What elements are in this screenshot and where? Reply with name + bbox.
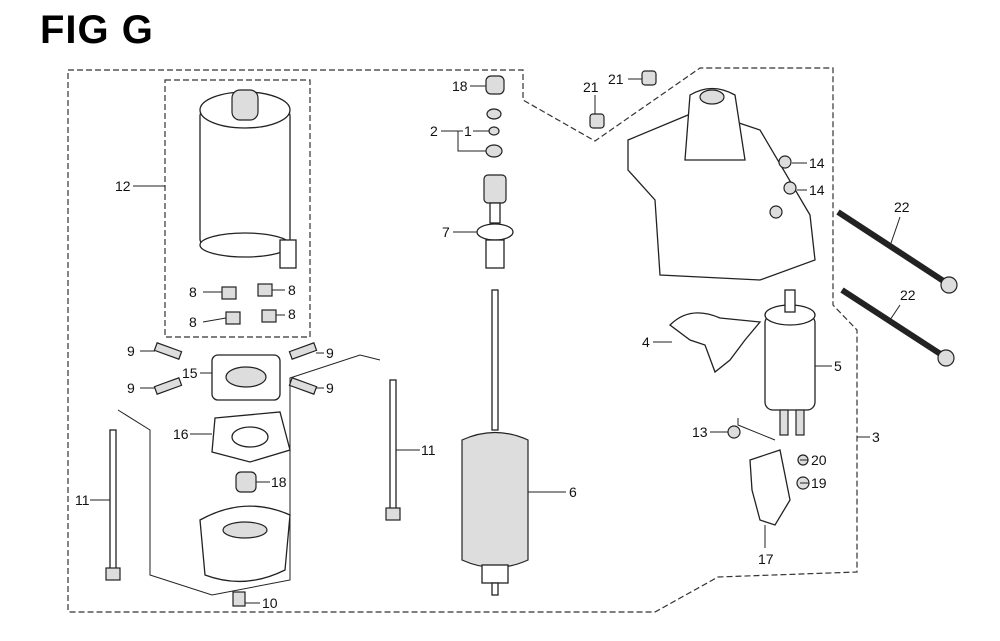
part-21-collars	[589, 70, 657, 129]
part-12-yoke	[199, 89, 297, 269]
callout-20: 20	[811, 452, 827, 468]
callout-21: 21	[608, 71, 624, 87]
leader-lines	[90, 78, 901, 604]
part-8-brushes	[221, 283, 277, 325]
callout-21: 21	[583, 79, 599, 95]
callout-14: 14	[809, 155, 825, 171]
callout-9: 9	[127, 380, 135, 396]
callout-8: 8	[189, 284, 197, 300]
part-10-bolt	[232, 591, 246, 607]
callout-4: 4	[642, 334, 650, 350]
callout-18: 18	[271, 474, 287, 490]
callout-10: 10	[262, 595, 278, 611]
callout-17: 17	[758, 551, 774, 567]
part-18-bushing-top	[485, 75, 505, 95]
callout-6: 6	[569, 484, 577, 500]
callout-19: 19	[811, 475, 827, 491]
part-7-pinion	[476, 174, 514, 269]
callout-8: 8	[288, 306, 296, 322]
part-11-through-bolts	[105, 379, 401, 581]
callout-14: 14	[809, 182, 825, 198]
part-13-nut	[727, 425, 741, 439]
part-17-terminal-cover	[749, 449, 791, 526]
assembly-boundary	[67, 67, 858, 613]
callout-labels: 18 21 21 2 1 12 14 14 22 7 8 8 8 8 22 9 …	[75, 71, 916, 611]
callout-5: 5	[834, 358, 842, 374]
part-9-springs	[153, 342, 318, 395]
callout-11: 11	[421, 442, 436, 458]
callout-22: 22	[900, 287, 916, 303]
figure-title: FIG G	[40, 8, 154, 52]
callout-7: 7	[442, 224, 450, 240]
callout-15: 15	[182, 365, 198, 381]
part-15-brush-holder	[211, 354, 281, 401]
callout-2: 2	[430, 123, 438, 139]
callout-8: 8	[288, 282, 296, 298]
callout-13: 13	[692, 424, 708, 440]
part-5-solenoid	[764, 289, 816, 436]
part-18-bushing	[235, 471, 257, 493]
part-3-housing	[627, 87, 816, 281]
callout-16: 16	[173, 426, 189, 442]
part-22-bolts	[836, 209, 958, 367]
callout-8: 8	[189, 314, 197, 330]
callout-9: 9	[127, 343, 135, 359]
part-end-cover	[199, 505, 291, 583]
callout-3: 3	[872, 429, 880, 445]
callout-11: 11	[75, 492, 90, 508]
callout-22: 22	[894, 199, 910, 215]
part-4-lever	[669, 312, 762, 374]
callout-18: 18	[452, 78, 468, 94]
callout-12: 12	[115, 178, 131, 194]
callout-9: 9	[326, 345, 334, 361]
part-14-nuts	[778, 155, 797, 195]
part-1-2-washers	[485, 108, 503, 158]
subassembly-boundary	[164, 79, 311, 338]
callout-1: 1	[464, 123, 472, 139]
part-6-armature	[461, 289, 529, 596]
part-16-plate	[211, 411, 291, 463]
callout-9: 9	[326, 380, 334, 396]
